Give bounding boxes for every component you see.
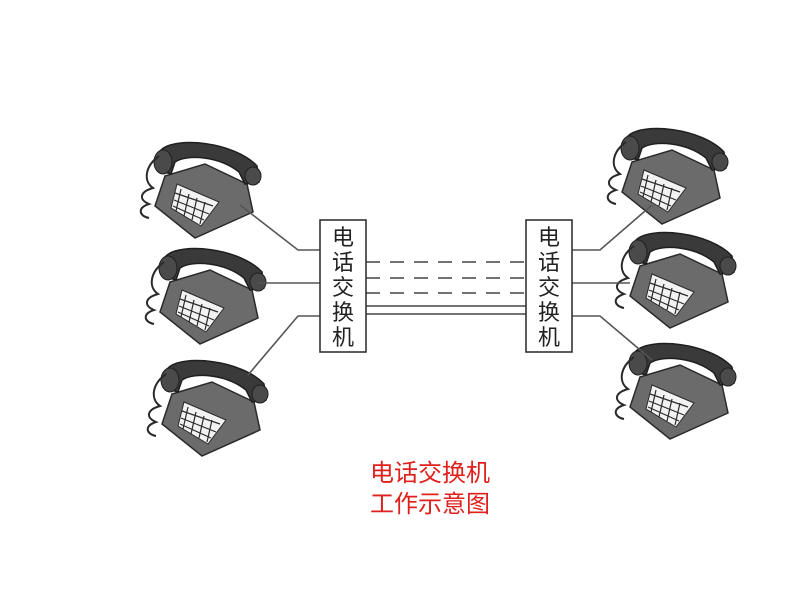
switch-label-char: 交	[538, 276, 560, 301]
telephone-icon	[614, 342, 737, 440]
telephone-icon	[146, 359, 269, 457]
phone-line	[572, 315, 653, 361]
telephone-icon	[614, 231, 737, 329]
diagram-caption-line2: 工作示意图	[370, 490, 490, 518]
phone-line	[247, 315, 320, 376]
switch-label-char: 话	[538, 251, 560, 276]
phone-line	[239, 204, 320, 251]
switch-label-char: 机	[332, 326, 354, 351]
switch-label-char: 电	[538, 226, 560, 251]
switch-label-char: 机	[538, 326, 560, 351]
switch-box-left: 电 话 交 换 机	[319, 219, 367, 353]
phone-line	[572, 204, 653, 251]
telephone-icon	[606, 127, 729, 225]
switch-label-char: 话	[332, 251, 354, 276]
switch-box-right: 电 话 交 换 机	[525, 219, 573, 353]
switch-label-char: 交	[332, 276, 354, 301]
switch-label-char: 换	[332, 301, 354, 326]
telephone-icon	[144, 247, 267, 345]
switch-label-char: 电	[332, 226, 354, 251]
diagram-caption-line1: 电话交换机	[370, 459, 490, 487]
switch-label-char: 换	[538, 301, 560, 326]
telephone-icon	[139, 141, 262, 239]
